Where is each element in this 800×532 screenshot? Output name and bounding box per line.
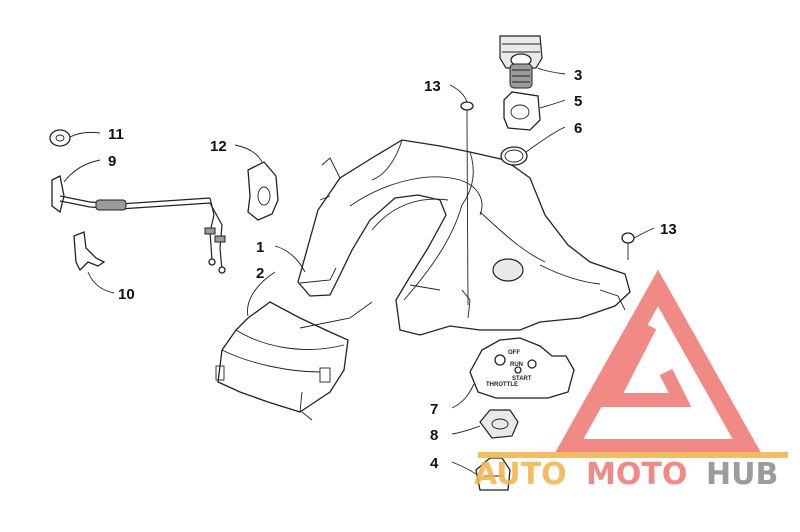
panel-throttle-label: THROTTLE bbox=[486, 382, 518, 388]
callout-10: 10 bbox=[118, 286, 135, 303]
logo-auto-text: AUTO bbox=[474, 457, 567, 492]
callout-12: 12 bbox=[210, 138, 227, 155]
handlebar-pod bbox=[297, 139, 631, 336]
callout-5: 5 bbox=[574, 93, 582, 110]
screw-13-right bbox=[621, 232, 635, 260]
nut-8 bbox=[479, 409, 519, 439]
leader-lines bbox=[63, 67, 655, 475]
callout-4: 4 bbox=[430, 455, 439, 472]
logo-moto-text: MOTO bbox=[586, 457, 687, 492]
washer-11 bbox=[49, 129, 71, 147]
callout-2: 2 bbox=[256, 265, 264, 282]
throttle-cable-assembly bbox=[51, 175, 226, 274]
callout-labels: 3 5 6 13 11 9 12 1 2 10 13 7 8 4 bbox=[108, 67, 677, 472]
clip-10 bbox=[73, 231, 106, 272]
panel-off-label: OFF bbox=[508, 350, 520, 356]
throttle-disc bbox=[247, 161, 279, 221]
callout-7: 7 bbox=[430, 401, 438, 418]
switch-plate-7: OFF RUN START THROTTLE bbox=[469, 337, 575, 399]
callout-9: 9 bbox=[108, 153, 116, 170]
panel-start-label: START bbox=[512, 376, 532, 382]
logo-triangle-icon bbox=[552, 269, 764, 457]
callout-13-right: 13 bbox=[660, 221, 677, 238]
callout-6: 6 bbox=[574, 120, 582, 137]
callout-8: 8 bbox=[430, 427, 438, 444]
panel-run-label: RUN bbox=[510, 362, 523, 368]
callout-1: 1 bbox=[256, 239, 264, 256]
logo-hub-text: HUB bbox=[706, 457, 778, 492]
callout-13-top: 13 bbox=[424, 78, 441, 95]
screw-13-top bbox=[460, 101, 474, 306]
logo-inner-stroke-icon bbox=[600, 322, 692, 407]
lower-cover bbox=[215, 301, 349, 421]
logo-bar-icon bbox=[478, 452, 788, 458]
sleeve-5 bbox=[503, 91, 541, 131]
callout-11: 11 bbox=[108, 126, 124, 143]
cap-3 bbox=[499, 35, 543, 89]
automotohub-watermark: AUTO MOTO HUB bbox=[474, 269, 788, 492]
callout-3: 3 bbox=[574, 67, 582, 84]
ring-6 bbox=[500, 146, 528, 166]
